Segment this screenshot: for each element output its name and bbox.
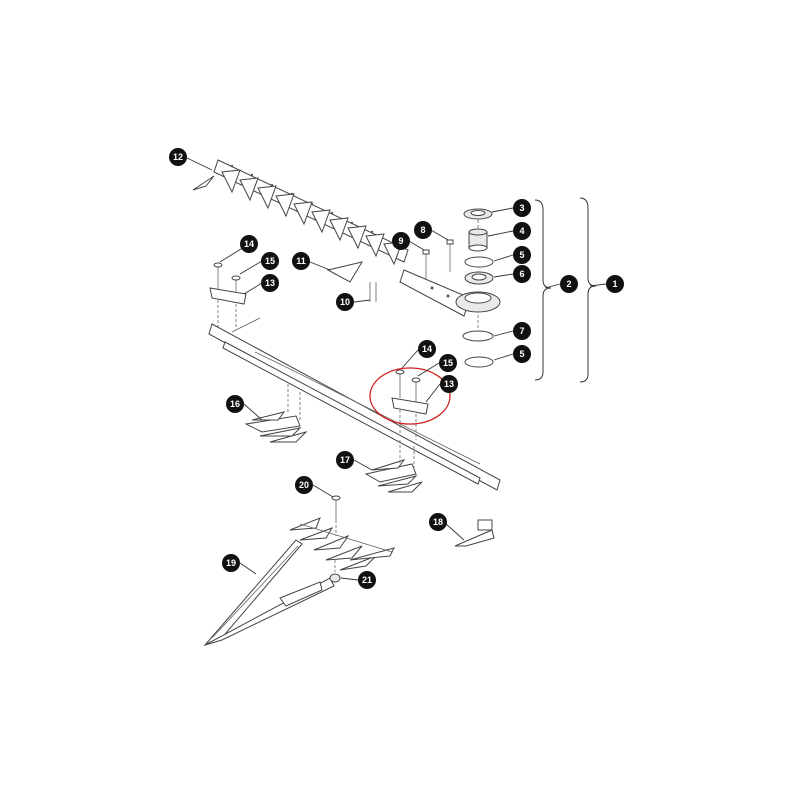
callout-badge: 2	[560, 275, 578, 293]
callout-badge: 15	[261, 252, 279, 270]
divider-assembly-19	[203, 517, 395, 647]
svg-text:10: 10	[340, 297, 350, 307]
svg-text:9: 9	[398, 236, 403, 246]
brace-group-1	[579, 197, 597, 383]
svg-text:8: 8	[420, 225, 425, 235]
highlight-circle	[369, 367, 451, 425]
svg-text:21: 21	[362, 575, 372, 585]
svg-text:15: 15	[443, 358, 453, 368]
leader-lines	[186, 157, 607, 581]
callout-badge: 12	[169, 148, 187, 166]
callout-badge: 5	[513, 246, 531, 264]
svg-text:2: 2	[566, 279, 571, 289]
knife-section-11	[326, 261, 364, 283]
svg-text:4: 4	[519, 226, 524, 236]
callout-badge: 11	[292, 252, 310, 270]
callout-badge: 6	[513, 265, 531, 283]
bolt-20	[331, 495, 341, 536]
svg-text:13: 13	[265, 278, 275, 288]
callout-badge: 10	[336, 293, 354, 311]
callout-badge: 16	[226, 395, 244, 413]
callout-badge: 3	[513, 199, 531, 217]
svg-text:14: 14	[244, 239, 254, 249]
callout-badge: 9	[392, 232, 410, 250]
callout-badge: 14	[240, 235, 258, 253]
svg-text:5: 5	[519, 349, 524, 359]
guard-17	[364, 440, 423, 493]
svg-text:5: 5	[519, 250, 524, 260]
svg-text:20: 20	[299, 480, 309, 490]
knife-bar-upper	[192, 159, 409, 266]
svg-text:3: 3	[519, 203, 524, 213]
svg-text:16: 16	[230, 399, 240, 409]
callout-badge: 20	[295, 476, 313, 494]
hold-down-clip-middle	[391, 369, 429, 440]
knife-section-12	[192, 175, 215, 191]
svg-text:17: 17	[340, 455, 350, 465]
nut-21	[329, 560, 341, 583]
callout-badge: 5	[513, 345, 531, 363]
svg-text:12: 12	[173, 152, 183, 162]
callout-badge: 13	[440, 375, 458, 393]
callout-badge: 21	[358, 571, 376, 589]
callout-badges: 12 3 8 4 9 5 14 11 6 15 2 1 13 10 7 14 5…	[169, 148, 624, 589]
guard-bar-lower	[208, 317, 501, 491]
guard-18	[454, 519, 495, 547]
svg-text:18: 18	[433, 517, 443, 527]
svg-text:14: 14	[422, 344, 432, 354]
callout-badge: 1	[606, 275, 624, 293]
svg-text:11: 11	[296, 256, 306, 266]
bolts-8-9-10	[369, 239, 454, 302]
svg-text:6: 6	[519, 269, 524, 279]
svg-text:19: 19	[226, 558, 236, 568]
callout-badge: 13	[261, 274, 279, 292]
callout-badge: 17	[336, 451, 354, 469]
bearing-stack	[455, 208, 501, 368]
callout-badge: 7	[513, 322, 531, 340]
callout-badge: 4	[513, 222, 531, 240]
callout-badge: 18	[429, 513, 447, 531]
svg-text:7: 7	[519, 326, 524, 336]
callout-badge: 15	[439, 354, 457, 372]
callout-badge: 8	[414, 221, 432, 239]
guard-16	[244, 384, 308, 443]
callout-badge: 14	[418, 340, 436, 358]
hold-down-clip-left	[209, 262, 247, 330]
callout-badge: 19	[222, 554, 240, 572]
brace-group-2	[534, 199, 552, 381]
svg-text:15: 15	[265, 256, 275, 266]
svg-text:13: 13	[444, 379, 454, 389]
knife-head-arm	[399, 269, 471, 317]
svg-text:1: 1	[612, 279, 617, 289]
